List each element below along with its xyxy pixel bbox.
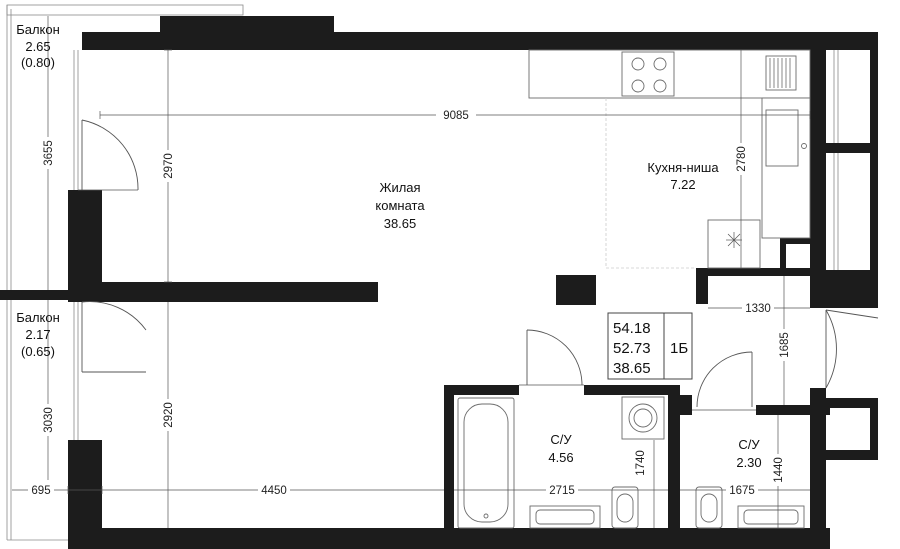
balcony-top-area: 2.65: [25, 39, 50, 54]
kitchen-fixtures: [528, 49, 811, 269]
bathroom-1-area: 4.56: [548, 450, 573, 465]
dimension-labels: 9085 2970 2780 3655 3030 2920 695 4450 2…: [28, 107, 791, 497]
summary-total: 54.18: [613, 320, 651, 337]
dim-9085: 9085: [443, 110, 469, 122]
dim-3655: 3655: [43, 140, 55, 166]
area-summary-box: 54.18 52.73 38.65 1Б: [607, 312, 693, 380]
dim-3030: 3030: [43, 407, 55, 433]
summary-living: 38.65: [613, 360, 651, 377]
balcony-top-name: Балкон: [16, 22, 60, 37]
dim-2715: 2715: [549, 485, 575, 497]
summary-apartment-type: 1Б: [670, 340, 688, 357]
dim-1330: 1330: [745, 303, 771, 315]
walls: [0, 16, 878, 549]
dim-1675: 1675: [729, 485, 755, 497]
bathroom-2-area: 2.30: [736, 455, 761, 470]
balcony-bottom-area-alt: (0.65): [21, 344, 55, 359]
bathroom-1-name: С/У: [550, 432, 572, 447]
radiator-icon: [765, 55, 797, 91]
doors: [78, 119, 879, 411]
dim-2920: 2920: [163, 402, 175, 428]
dim-695: 695: [31, 485, 50, 497]
balcony-bottom-area: 2.17: [25, 327, 50, 342]
kitchen-area: 7.22: [670, 177, 695, 192]
dim-1440: 1440: [773, 457, 785, 483]
dim-2780: 2780: [736, 146, 748, 172]
summary-total-excl: 52.73: [613, 340, 651, 357]
gas-riser-icon: [726, 232, 742, 248]
balcony-bottom-name: Балкон: [16, 310, 60, 325]
window-frames: [73, 50, 839, 440]
living-room-name-1: Жилая: [379, 180, 420, 195]
balcony-outlines: [6, 4, 244, 541]
living-room-name-2: комната: [375, 198, 425, 213]
bathroom-2-name: С/У: [738, 437, 760, 452]
room-labels: Балкон 2.65 (0.80) Балкон 2.17 (0.65) Жи…: [16, 22, 761, 470]
dim-2970: 2970: [163, 153, 175, 179]
living-room-area: 38.65: [384, 216, 417, 231]
dim-1685: 1685: [779, 332, 791, 358]
dim-1740: 1740: [635, 450, 647, 476]
washing-machine-icon: [621, 396, 665, 440]
dim-4450: 4450: [261, 485, 287, 497]
bathroom-fixtures: [457, 396, 805, 529]
balcony-top-area-alt: (0.80): [21, 55, 55, 70]
kitchen-name: Кухня-ниша: [647, 160, 719, 175]
